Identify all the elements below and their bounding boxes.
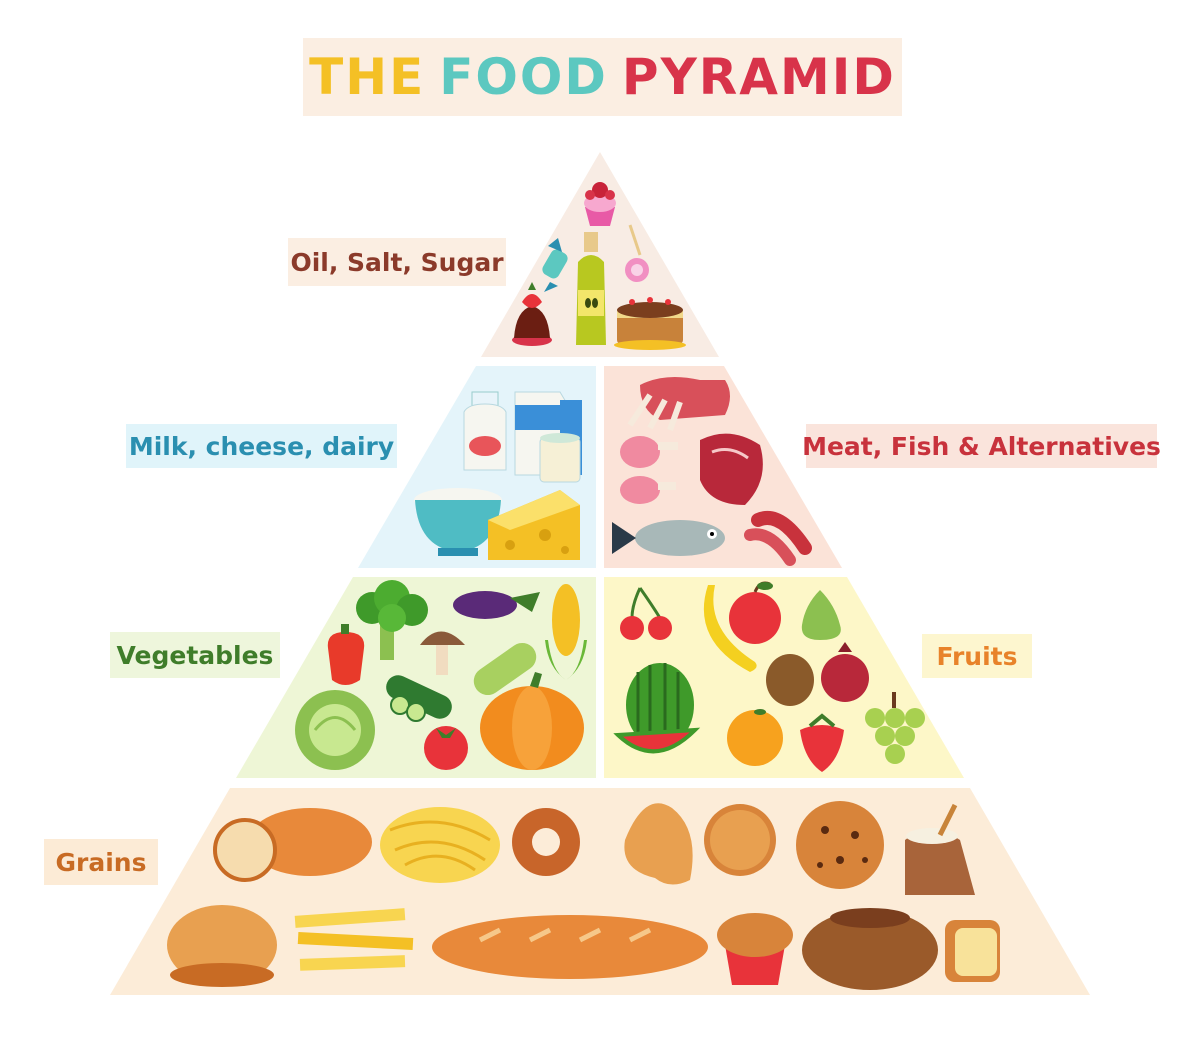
cucumber-icon xyxy=(386,675,452,722)
cabbage-icon xyxy=(295,690,375,770)
cupcake-icon xyxy=(584,182,616,226)
watermelon-icon xyxy=(613,663,701,754)
banana-icon xyxy=(703,585,757,672)
label-meat-fish-alternatives: Meat, Fish & Alternatives xyxy=(802,424,1161,468)
croissant-icon xyxy=(624,803,693,885)
bun-icon xyxy=(167,905,277,987)
title-word-the: THE xyxy=(309,48,426,106)
fish-icon xyxy=(612,520,725,556)
chicken-leg-icon xyxy=(620,436,678,504)
yogurt-bowl-icon xyxy=(414,488,502,556)
label-fruits: Fruits xyxy=(922,634,1032,678)
toast-icon xyxy=(945,920,1000,982)
sausage-icon xyxy=(744,510,812,566)
title-word-food: FOOD xyxy=(439,48,608,106)
orange-icon xyxy=(727,709,783,766)
pomegranate-icon xyxy=(821,642,869,702)
label-oil-salt-sugar: Oil, Salt, Sugar xyxy=(288,238,506,286)
mushroom-icon xyxy=(420,631,465,675)
strawberry-dessert-icon xyxy=(512,282,552,346)
apple-icon xyxy=(729,581,781,644)
bagel-icon xyxy=(512,808,580,876)
cookie-icon xyxy=(796,801,884,889)
kiwi-icon xyxy=(766,654,814,706)
title-word-pyramid: PYRAMID xyxy=(621,48,896,106)
pumpkin-icon xyxy=(480,672,584,770)
milk-bottle-icon xyxy=(463,391,507,471)
candy-icon xyxy=(542,238,568,292)
cracker-icon xyxy=(704,804,776,876)
milk-glass-icon xyxy=(539,433,581,483)
tomato-icon xyxy=(424,726,468,770)
label-vegetables: Vegetables xyxy=(110,632,280,678)
broccoli-icon xyxy=(356,580,428,660)
bread-loaf-icon xyxy=(213,808,372,882)
corn-icon xyxy=(545,584,587,680)
cake-icon xyxy=(614,297,686,350)
grapes-icon xyxy=(865,692,925,764)
cheese-icon xyxy=(488,490,580,560)
label-grains: Grains xyxy=(44,839,158,885)
bundt-cake-icon xyxy=(802,908,938,990)
muffin-icon xyxy=(717,913,793,985)
zucchini-icon xyxy=(473,642,537,696)
steak-icon xyxy=(700,433,763,505)
baguette-icon xyxy=(432,915,708,979)
eggplant-icon xyxy=(453,591,540,619)
olive-oil-icon xyxy=(576,232,606,345)
flour-sack-icon xyxy=(905,803,975,895)
spaghetti-icon xyxy=(380,807,500,883)
lollipop-icon xyxy=(625,224,649,282)
fries-icon xyxy=(294,908,414,971)
ribs-icon xyxy=(627,376,730,432)
label-milk-cheese-dairy: Milk, cheese, dairy xyxy=(126,424,397,468)
strawberry-icon xyxy=(800,713,844,772)
bell-pepper-icon xyxy=(327,624,365,685)
pear-icon xyxy=(801,590,841,640)
cherries-icon xyxy=(620,587,672,640)
